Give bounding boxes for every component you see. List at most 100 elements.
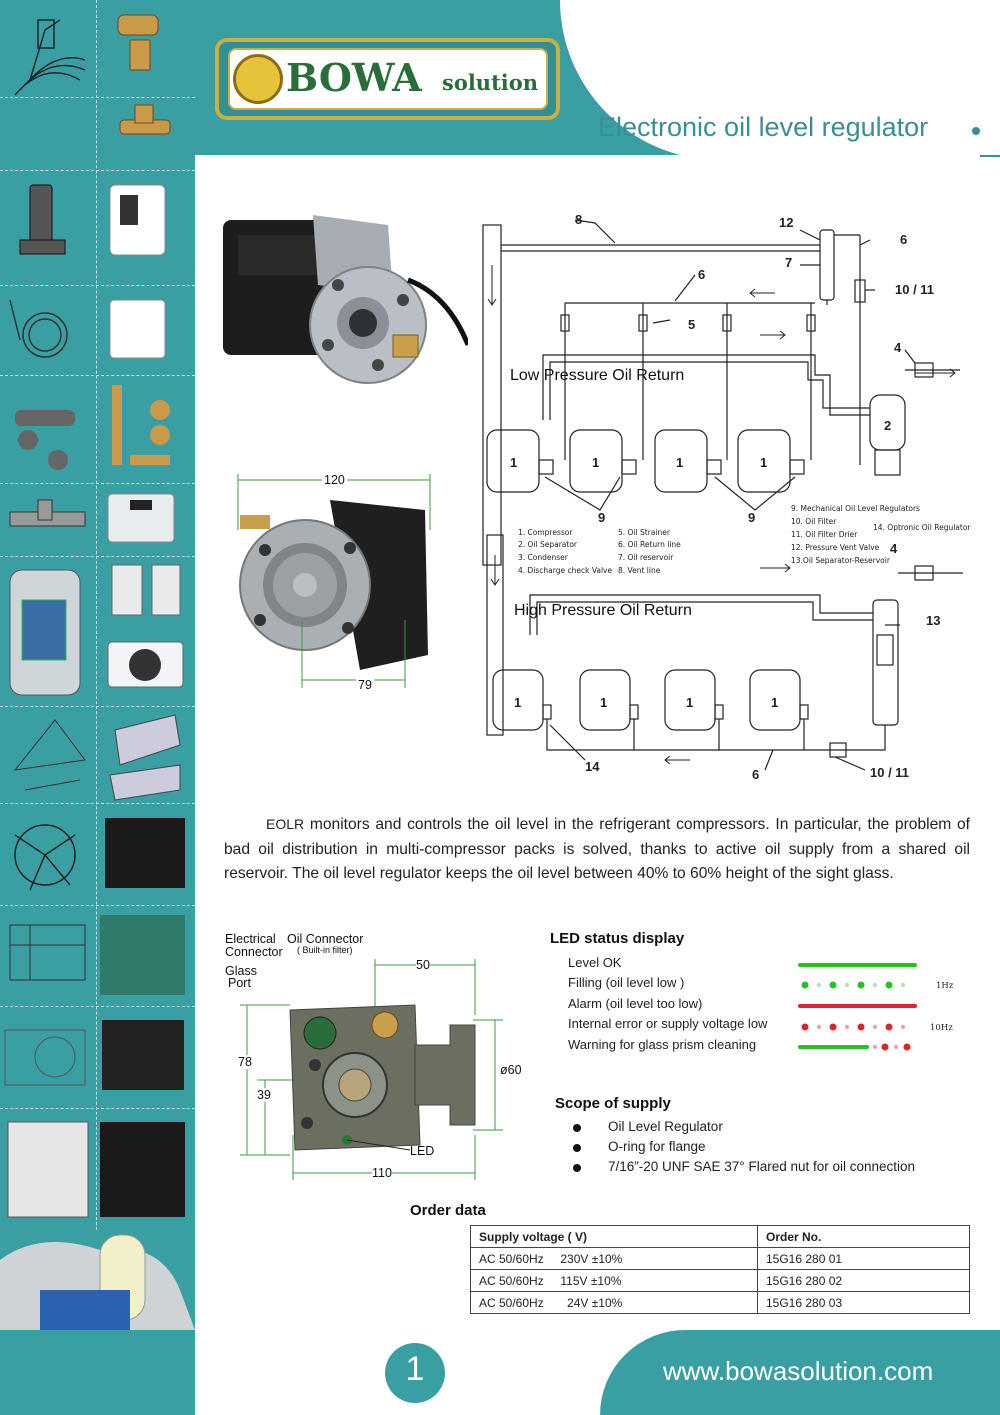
led-dots-error — [801, 1023, 906, 1031]
compressor-label: 1 — [686, 695, 694, 710]
bullet-icon — [573, 1124, 581, 1132]
sidebar-vdivider — [96, 0, 97, 1230]
order-col-header: Supply voltage ( V) — [470, 1225, 758, 1248]
low-pressure-label: Low Pressure Oil Return — [510, 367, 685, 384]
diagram-callout: 5 — [688, 317, 696, 332]
label-electrical: Electrical — [225, 932, 276, 946]
sidebar-divider — [0, 905, 195, 906]
footer-band — [600, 1330, 1000, 1415]
table-row: AC 50/60Hz 24V ±10% 15G16 280 03 — [470, 1291, 970, 1314]
footer-website-link[interactable]: www.bowasolution.com — [663, 1356, 934, 1386]
led-freq-1hz: 1Hz — [936, 981, 954, 991]
sidebar-divider — [0, 556, 195, 557]
sidebar-divider — [0, 483, 195, 484]
legend-item: 8. Vent line — [618, 566, 661, 575]
compressor-label: 1 — [760, 455, 768, 470]
order-no-cell: 15G16 280 01 — [757, 1247, 970, 1270]
label-connector: Connector — [225, 945, 283, 959]
side-view-drawing — [240, 959, 503, 1180]
scope-heading: Scope of supply — [555, 1095, 671, 1112]
legend-item: 2. Oil Separator — [518, 540, 578, 549]
diagram-callout: 7 — [785, 255, 793, 270]
sidebar-divider — [0, 1006, 195, 1007]
sidebar-divider — [0, 170, 195, 171]
led-item-label: Warning for glass prism cleaning — [568, 1037, 757, 1052]
diagram-callout: 4 — [890, 541, 898, 556]
label-led: LED — [410, 1144, 435, 1158]
page-number: 1 — [405, 1350, 425, 1388]
order-table-header: Supply voltage ( V) Order No. — [470, 1225, 970, 1248]
supply-voltage-cell: AC 50/60Hz 115V ±10% — [470, 1269, 758, 1292]
order-no-cell: 15G16 280 02 — [757, 1269, 970, 1292]
dim-39-label: 39 — [257, 1088, 271, 1102]
led-item-label: Internal error or supply voltage low — [568, 1016, 768, 1031]
header-white-curve — [560, 0, 1000, 160]
front-view-drawing — [237, 474, 431, 688]
legend-item: 5. Oil Strainer — [618, 528, 670, 537]
sidebar-divider — [0, 706, 195, 707]
logo-subtext: solution — [442, 70, 539, 95]
sidebar-divider — [0, 803, 195, 804]
dim-110-label: 110 — [372, 1166, 392, 1180]
product-photo — [223, 215, 468, 384]
led-freq-10hz: 10Hz — [930, 1023, 953, 1033]
led-item-label: Level OK — [568, 955, 622, 970]
system-diagram — [482, 219, 963, 771]
sidebar-divider — [0, 97, 195, 98]
description-lead: EOLR — [266, 816, 305, 832]
diagram-callout: 10 / 11 — [870, 765, 910, 780]
sidebar-divider — [0, 285, 195, 286]
table-row: AC 50/60Hz 115V ±10% 15G16 280 02 — [470, 1269, 970, 1292]
diagram-callout: 13 — [926, 613, 941, 628]
diagram-callout: 14 — [585, 759, 600, 774]
dim-78-label: 78 — [238, 1055, 252, 1069]
compressor-label: 1 — [510, 455, 518, 470]
legend-item: 7. Oil reservoir — [618, 553, 674, 562]
led-indicators — [798, 963, 917, 1051]
diagram-callout: 6 — [752, 767, 760, 782]
label-built-in-filter: ( Built-in filter) — [297, 945, 353, 955]
legend-item: 6. Oil Return line — [618, 540, 681, 549]
page-title: Electronic oil level regulator — [598, 112, 929, 142]
diagram-callout: 4 — [894, 340, 902, 355]
sidebar-product-icons — [0, 14, 195, 1330]
supply-voltage-cell: AC 50/60Hz 230V ±10% — [470, 1247, 758, 1270]
diagram-callout: 6 — [900, 232, 908, 247]
legend-item: 14. Optronic Oil Regulator — [873, 523, 971, 532]
diagram-callout: 8 — [575, 212, 583, 227]
legend-item: 10. Oil Filter — [791, 517, 837, 526]
diagram-callout: 9 — [748, 510, 756, 525]
label-oil-connector: Oil Connector — [287, 932, 364, 946]
scope-item: Oil Level Regulator — [608, 1119, 723, 1134]
dim-60-label: ø60 — [500, 1063, 522, 1077]
dim-50-label: 50 — [416, 958, 430, 972]
legend-item: 13.Oil Separator-Reservoir — [791, 556, 890, 565]
scope-item: 7/16”-20 UNF SAE 37° Flared nut for oil … — [608, 1159, 916, 1174]
title-underline — [980, 155, 1000, 157]
label-port: Port — [228, 976, 251, 990]
dim-bottom-label: 79 — [356, 678, 374, 692]
order-heading: Order data — [410, 1202, 486, 1219]
compressor-label: 1 — [600, 695, 608, 710]
legend-item: 4. Discharge check Valve — [518, 566, 613, 575]
led-heading: LED status display — [550, 930, 685, 947]
led-dots-filling — [801, 981, 906, 989]
legend-item: 12. Pressure Vent Valve — [791, 543, 880, 552]
order-no-cell: 15G16 280 03 — [757, 1291, 970, 1314]
bullet-icon — [573, 1164, 581, 1172]
diagram-callout: 2 — [884, 418, 892, 433]
order-table: Supply voltage ( V) Order No. AC 50/60Hz… — [470, 1225, 970, 1314]
page-number-badge — [385, 1343, 445, 1403]
description-text: monitors and controls the oil level in t… — [224, 816, 970, 882]
logo-wheel-icon — [233, 54, 283, 104]
diagram-callout: 10 / 11 — [895, 282, 935, 297]
led-dots-warning — [872, 1043, 911, 1051]
legend-item: 9. Mechanical Oil Level Regulators — [791, 504, 920, 513]
bullet-icon — [573, 1144, 581, 1152]
high-pressure-label: High Pressure Oil Return — [514, 602, 692, 619]
legend-item: 3. Condenser — [518, 553, 568, 562]
legend-item: 1. Compressor — [518, 528, 573, 537]
legend-item: 11. Oil Filter Drier — [791, 530, 858, 539]
diagram-callout: 12 — [779, 215, 794, 230]
table-row: AC 50/60Hz 230V ±10% 15G16 280 01 — [470, 1247, 970, 1270]
